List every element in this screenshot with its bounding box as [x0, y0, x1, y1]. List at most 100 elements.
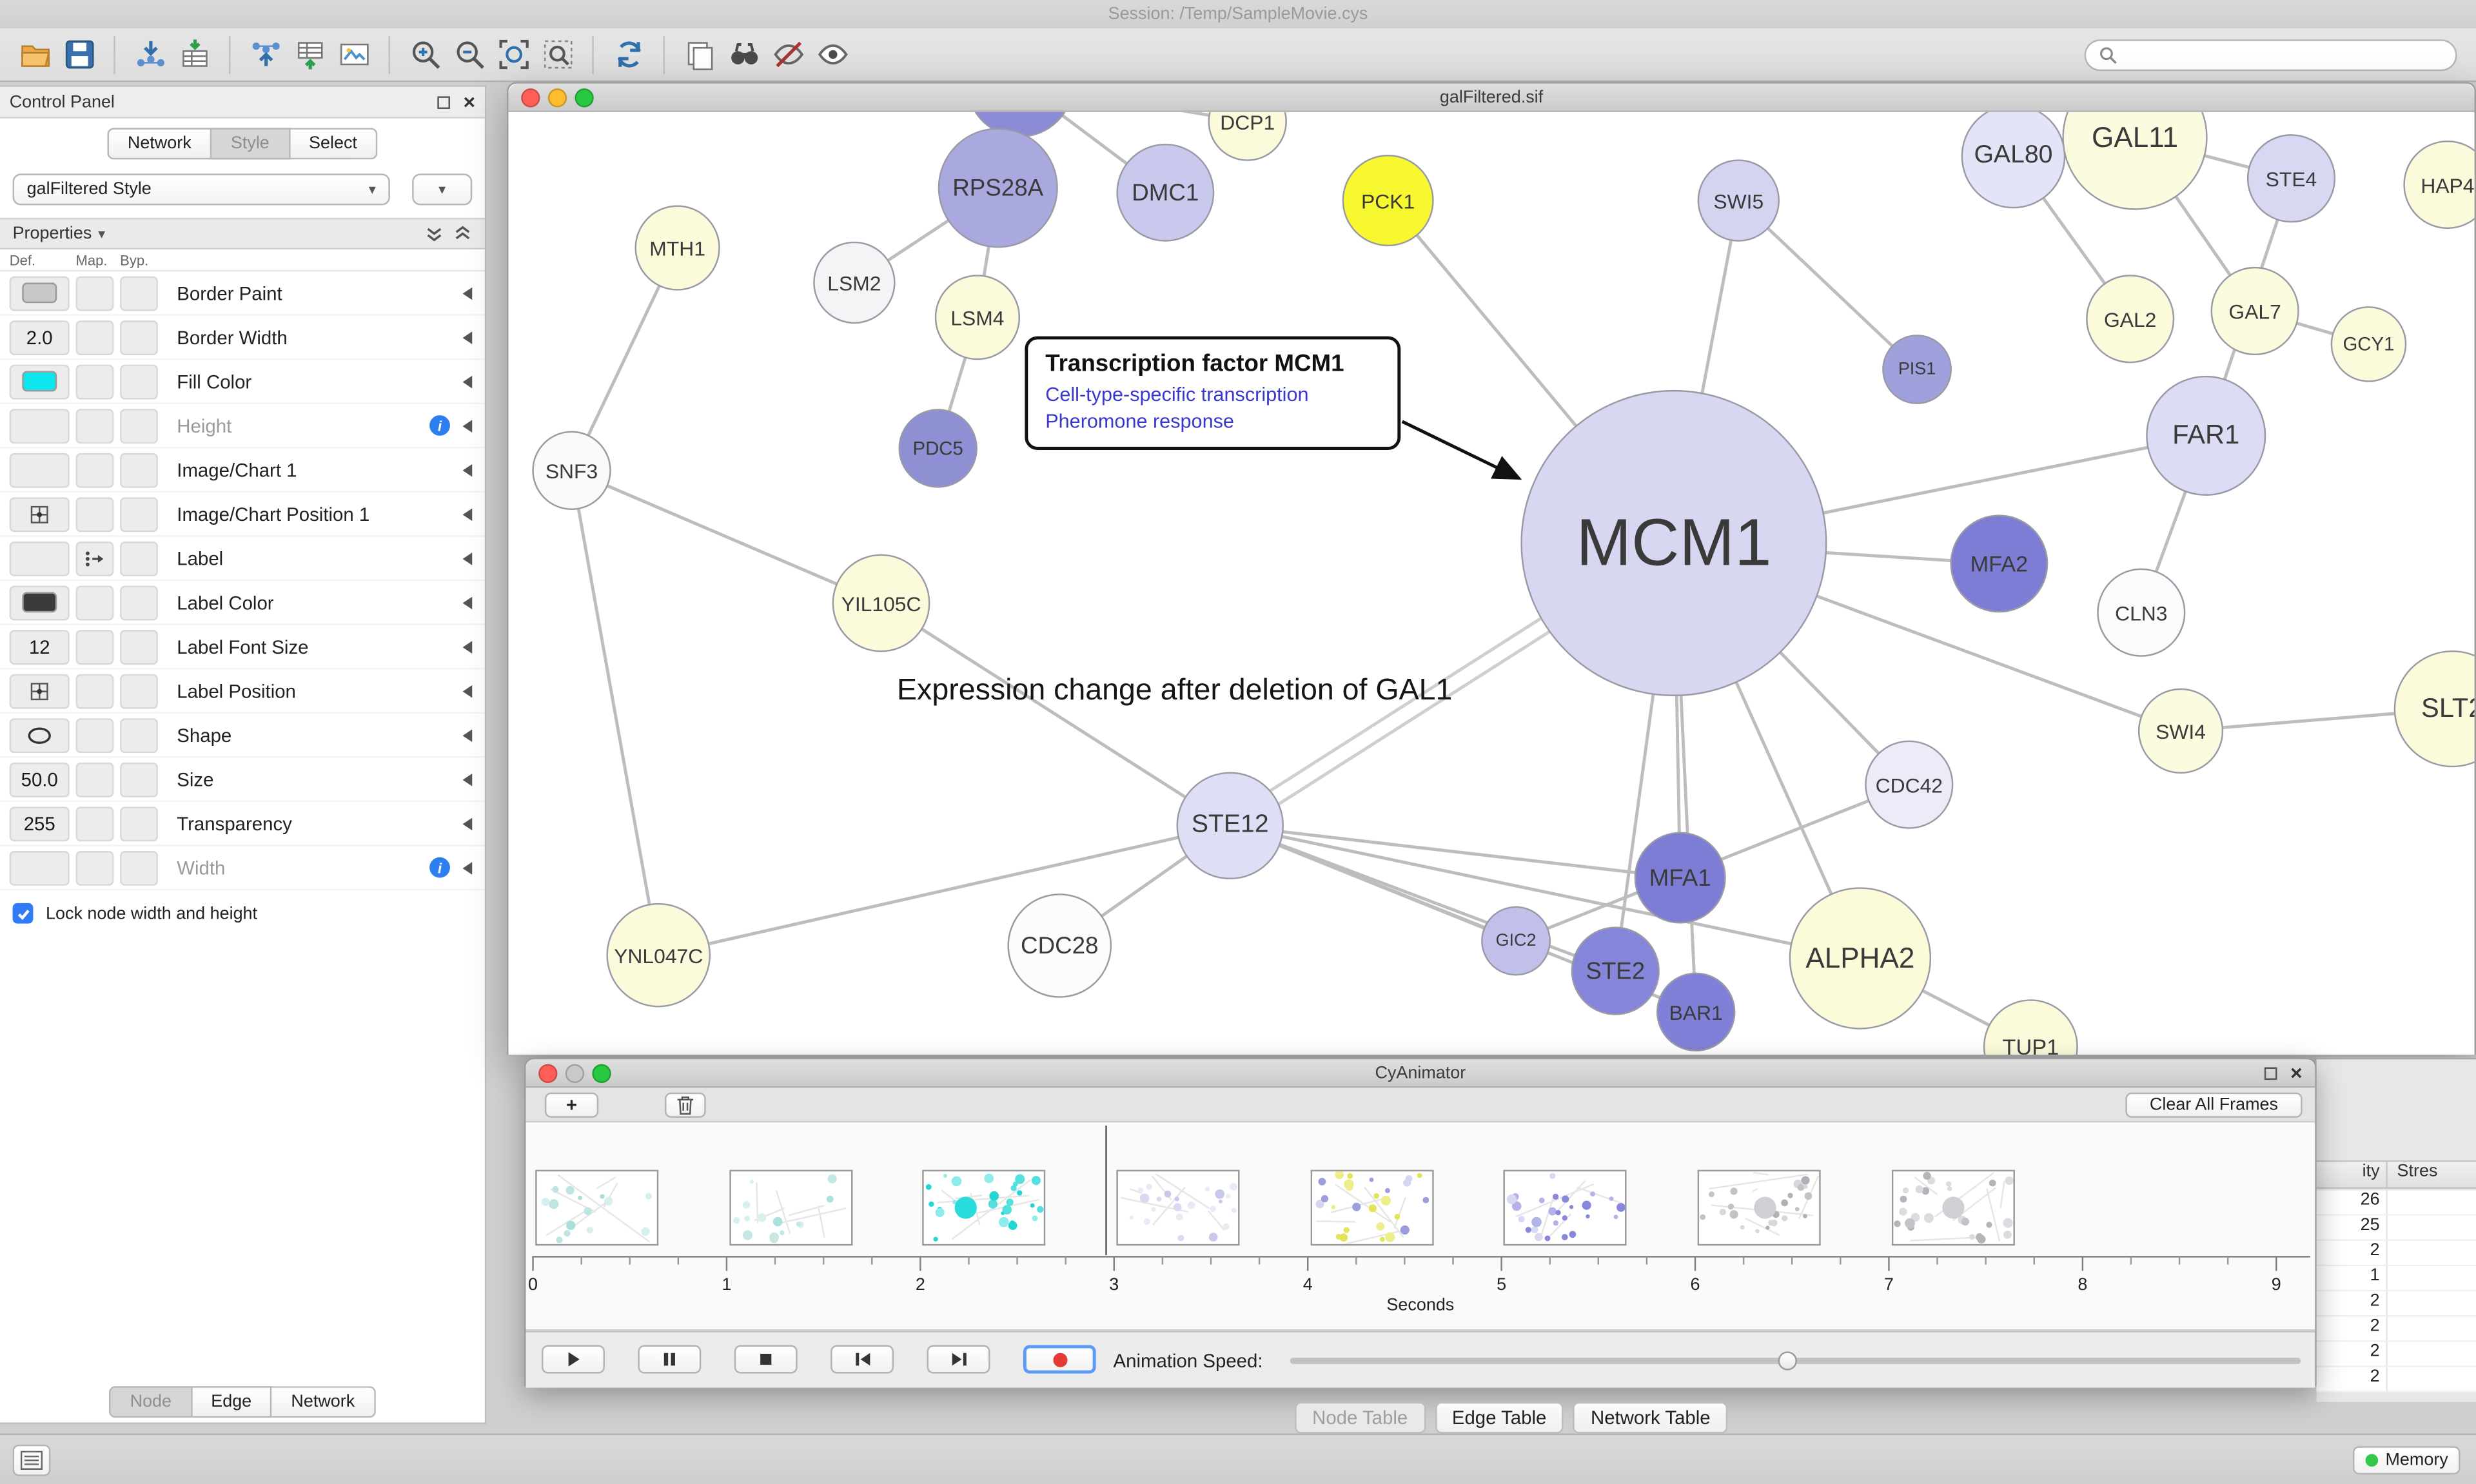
network-node-yil105c[interactable]: YIL105C: [832, 554, 930, 652]
annotation-link-1[interactable]: Cell-type-specific transcription: [1045, 384, 1309, 406]
bypass-cell[interactable]: [120, 850, 158, 885]
last-frame-button[interactable]: [927, 1345, 990, 1374]
play-button[interactable]: [542, 1345, 605, 1374]
animation-speed-slider[interactable]: [1290, 1351, 2301, 1371]
table-row[interactable]: 2: [2316, 1316, 2476, 1342]
timeline-playhead[interactable]: [1105, 1126, 1107, 1255]
network-node-swi4[interactable]: SWI4: [2137, 688, 2224, 774]
panel-toggle-button[interactable]: [12, 1444, 51, 1476]
default-value-cell[interactable]: [9, 408, 70, 443]
zoom-fit-icon[interactable]: [491, 32, 536, 77]
lock-size-checkbox[interactable]: [12, 903, 34, 924]
hide-selected-eye-slash-icon[interactable]: [766, 32, 811, 77]
network-node-lsm4[interactable]: LSM4: [934, 275, 1021, 360]
import-table-icon[interactable]: [172, 32, 217, 77]
default-value-cell[interactable]: [9, 275, 70, 311]
default-value-cell[interactable]: [9, 585, 70, 620]
table-row[interactable]: 1: [2316, 1266, 2476, 1292]
table-row[interactable]: 2: [2316, 1240, 2476, 1267]
stop-button[interactable]: [734, 1345, 798, 1374]
network-node-ynl047c[interactable]: YNL047C: [606, 903, 711, 1008]
bypass-cell[interactable]: [120, 319, 158, 355]
bypass-cell[interactable]: [120, 673, 158, 708]
mapping-cell[interactable]: [75, 673, 114, 708]
expand-arrow-icon[interactable]: [462, 331, 473, 344]
expand-arrow-icon[interactable]: [462, 861, 473, 874]
default-value-cell[interactable]: [9, 496, 70, 532]
bypass-cell[interactable]: [120, 540, 158, 576]
tab-network-bottom[interactable]: Network: [272, 1386, 376, 1418]
slider-thumb[interactable]: [1778, 1351, 1797, 1371]
frame-thumbnail-7[interactable]: [1891, 1169, 2015, 1246]
column-header[interactable]: Stres: [2386, 1162, 2476, 1187]
network-node-alpha2[interactable]: ALPHA2: [1789, 887, 1932, 1030]
expand-arrow-icon[interactable]: [462, 419, 473, 432]
mapping-cell[interactable]: [75, 629, 114, 664]
network-node-pdc5[interactable]: PDC5: [898, 409, 978, 488]
style-options-button[interactable]: ▾: [412, 173, 473, 206]
network-node-swi5[interactable]: SWI5: [1697, 159, 1780, 242]
network-node-snf3[interactable]: SNF3: [532, 431, 611, 511]
clear-all-frames-button[interactable]: Clear All Frames: [2125, 1092, 2303, 1118]
first-frame-button[interactable]: [830, 1345, 894, 1374]
expand-arrow-icon[interactable]: [462, 640, 473, 653]
expand-arrow-icon[interactable]: [462, 551, 473, 565]
record-button[interactable]: [1023, 1345, 1096, 1374]
bypass-cell[interactable]: [120, 408, 158, 443]
default-value-cell[interactable]: [9, 673, 70, 708]
column-header[interactable]: ity: [2362, 1162, 2380, 1181]
zoom-traffic-light[interactable]: [592, 1063, 611, 1082]
bypass-cell[interactable]: [120, 806, 158, 841]
frame-thumbnail-3[interactable]: [1116, 1169, 1240, 1246]
expand-arrow-icon[interactable]: [462, 772, 473, 786]
find-binoculars-icon[interactable]: [722, 32, 766, 77]
mapping-cell[interactable]: [75, 364, 114, 399]
collapse-all-icon[interactable]: [453, 224, 472, 243]
frame-thumbnail-5[interactable]: [1504, 1169, 1627, 1246]
memory-button[interactable]: Memory: [2352, 1446, 2461, 1475]
expand-arrow-icon[interactable]: [462, 684, 473, 698]
export-image-icon[interactable]: [331, 32, 376, 77]
expand-arrow-icon[interactable]: [462, 507, 473, 520]
tab-node-table[interactable]: Node Table: [1295, 1401, 1426, 1434]
frame-thumbnail-0[interactable]: [535, 1169, 659, 1246]
bypass-cell[interactable]: [120, 452, 158, 487]
mapping-cell[interactable]: [75, 275, 114, 311]
default-value-cell[interactable]: [9, 540, 70, 576]
mapping-cell[interactable]: [75, 319, 114, 355]
expand-arrow-icon[interactable]: [462, 817, 473, 830]
mapping-cell[interactable]: [75, 452, 114, 487]
bypass-cell[interactable]: [120, 275, 158, 311]
properties-header[interactable]: Properties ▾: [0, 217, 485, 249]
table-row[interactable]: 2: [2316, 1367, 2476, 1393]
save-session-icon[interactable]: [57, 32, 101, 77]
pause-button[interactable]: [638, 1345, 702, 1374]
network-node-ste2[interactable]: STE2: [1571, 926, 1660, 1015]
expand-arrow-icon[interactable]: [462, 463, 473, 476]
default-value-cell[interactable]: 255: [9, 806, 70, 841]
default-value-cell[interactable]: 50.0: [9, 761, 70, 797]
close-traffic-light[interactable]: [538, 1063, 558, 1082]
close-icon[interactable]: ×: [463, 90, 476, 114]
bypass-cell[interactable]: [120, 585, 158, 620]
default-value-cell[interactable]: [9, 850, 70, 885]
close-traffic-light[interactable]: [521, 87, 540, 107]
expand-arrow-icon[interactable]: [462, 286, 473, 300]
bypass-cell[interactable]: [120, 761, 158, 797]
annotation-callout[interactable]: Transcription factor MCM1 Cell-type-spec…: [1025, 336, 1401, 450]
zoom-traffic-light[interactable]: [575, 87, 594, 107]
network-node-gcy1[interactable]: GCY1: [2330, 306, 2407, 382]
tab-select[interactable]: Select: [290, 128, 378, 160]
tab-network-table[interactable]: Network Table: [1573, 1401, 1728, 1434]
frame-thumbnail-4[interactable]: [1310, 1169, 1433, 1246]
network-node-mth1[interactable]: MTH1: [634, 205, 720, 291]
network-node-cdc28[interactable]: CDC28: [1007, 893, 1112, 998]
expand-arrow-icon[interactable]: [462, 375, 473, 388]
table-row[interactable]: 26: [2316, 1190, 2476, 1216]
table-row[interactable]: 25: [2316, 1215, 2476, 1241]
style-select[interactable]: galFiltered Style ▾: [12, 173, 390, 206]
table-row[interactable]: 2: [2316, 1342, 2476, 1367]
network-node-mcm1[interactable]: MCM1: [1520, 389, 1827, 697]
network-canvas[interactable]: RPS28BDCP1RPS28ADMC1PCK1SWI5GAL80GAL11ST…: [508, 112, 2475, 1055]
frame-thumbnail-1[interactable]: [729, 1169, 852, 1246]
